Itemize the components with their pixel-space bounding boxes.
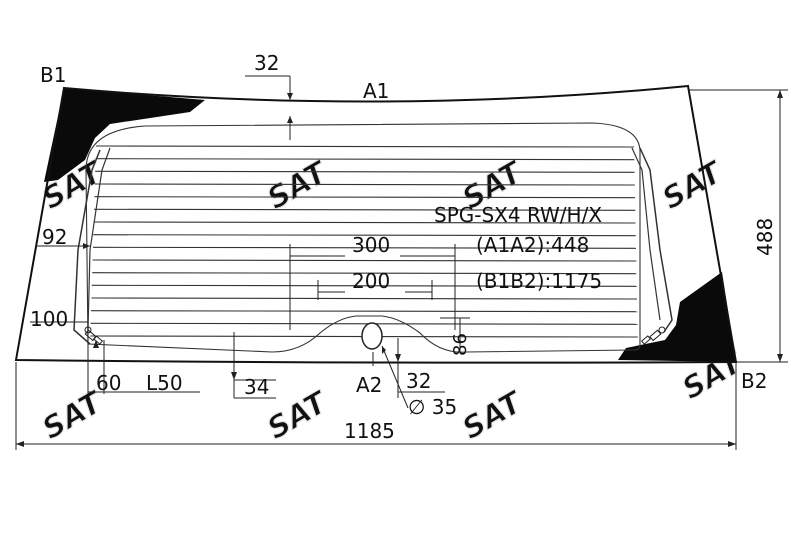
b1b2-label: (B1B2):1175 bbox=[476, 269, 602, 293]
busbar-right bbox=[639, 147, 673, 333]
ceramic-band-top-left bbox=[44, 88, 205, 182]
sensor-width-200-label: 200 bbox=[352, 269, 390, 293]
hole-diameter-label: ∅ 35 bbox=[408, 395, 457, 419]
busbar-left-inner bbox=[87, 147, 111, 331]
heating-line bbox=[94, 183, 635, 186]
bottom-34-label: 34 bbox=[244, 375, 269, 399]
heating-grid bbox=[90, 145, 638, 338]
point-a1-label: A1 bbox=[363, 79, 389, 103]
heating-line bbox=[95, 170, 635, 173]
terminal-right bbox=[640, 326, 666, 345]
busbar-left bbox=[73, 149, 101, 345]
watermark: SAT bbox=[457, 0, 531, 2]
heating-line bbox=[92, 259, 637, 262]
watermark: SAT bbox=[457, 384, 531, 447]
a1a2-label: (A1A2):448 bbox=[476, 233, 589, 257]
heating-line bbox=[94, 208, 636, 211]
dimension-lines bbox=[15, 75, 788, 450]
bottom-l50-label: L50 bbox=[146, 371, 183, 395]
point-b1-label: B1 bbox=[40, 63, 66, 87]
part-code-label: SPG-SX4 RW/H/X bbox=[434, 203, 602, 227]
left-offset-label: 92 bbox=[42, 225, 67, 249]
point-b2-label: B2 bbox=[741, 369, 767, 393]
point-a2-label: A2 bbox=[356, 373, 382, 397]
busbar-right-inner bbox=[631, 147, 661, 321]
sensor-width-300-label: 300 bbox=[352, 233, 390, 257]
watermark: SAT bbox=[657, 154, 731, 217]
notch-height-label: 86 bbox=[450, 333, 471, 356]
heated-area-border bbox=[85, 122, 641, 353]
heating-line bbox=[95, 158, 635, 161]
heating-line bbox=[91, 297, 638, 300]
watermark: SAT bbox=[677, 0, 751, 2]
glass-outline bbox=[14, 84, 738, 364]
height-label: 488 bbox=[753, 218, 777, 256]
heating-line bbox=[94, 196, 636, 199]
terminal-left bbox=[84, 326, 104, 345]
heating-line bbox=[91, 284, 637, 287]
bottom-32-label: 32 bbox=[406, 369, 431, 393]
top-offset-label: 32 bbox=[254, 51, 279, 75]
heating-line bbox=[93, 234, 636, 237]
watermark-group: SAT SAT SAT SAT SAT SAT SAT SAT SAT SAT … bbox=[36, 0, 751, 448]
watermark: SAT bbox=[262, 384, 336, 447]
heating-line bbox=[93, 221, 636, 224]
heating-line bbox=[95, 145, 635, 148]
heating-line bbox=[91, 310, 638, 313]
heating-line bbox=[92, 272, 637, 275]
washer-hole bbox=[361, 322, 383, 350]
heating-line bbox=[92, 246, 637, 249]
ceramic-band-bottom-right bbox=[618, 272, 736, 362]
bottom-60-label: 60 bbox=[96, 371, 121, 395]
width-label: 1185 bbox=[344, 419, 395, 443]
lower-left-label: 100 bbox=[30, 307, 68, 331]
watermark: SAT bbox=[262, 154, 336, 217]
watermark: SAT bbox=[262, 0, 336, 2]
heating-line bbox=[90, 322, 638, 325]
